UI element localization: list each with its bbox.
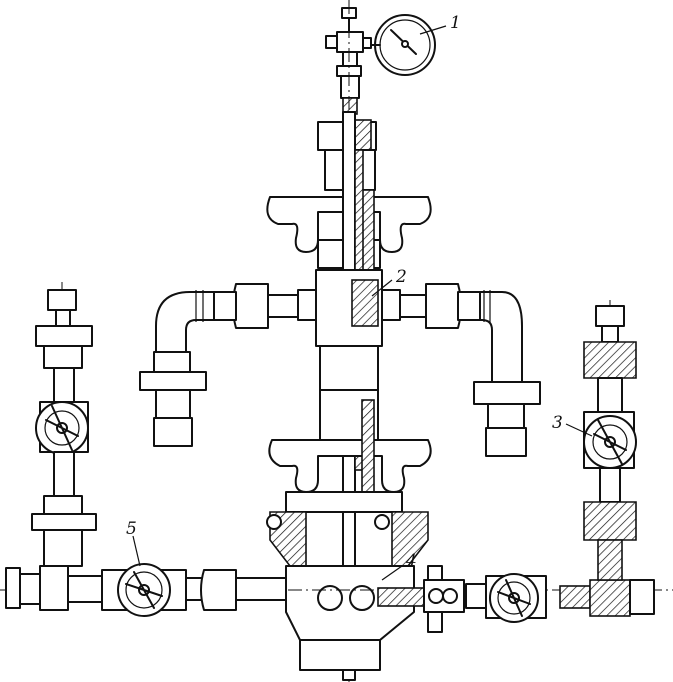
- right-arm-coupling: [399, 283, 481, 329]
- valve-5: [101, 563, 187, 617]
- bleed-connector: [427, 565, 443, 633]
- right-vertical-branch: [583, 305, 637, 581]
- left-vertical-branch: [31, 289, 97, 567]
- left-elbow-pipe: [155, 290, 215, 353]
- middle-cross: [297, 269, 401, 391]
- valve-on-base-right: [485, 573, 547, 623]
- leader-lines: [132, 25, 593, 581]
- right-elbow-pipe: [479, 290, 523, 383]
- callout-2: 2: [395, 267, 407, 287]
- left-hanging-valve: [139, 351, 207, 447]
- right-hanging-valve: [473, 381, 541, 457]
- left-arm-coupling: [213, 283, 299, 329]
- left-base-pipe: [5, 565, 287, 611]
- lower-cross-body: [268, 389, 432, 509]
- callout-3: 3: [552, 413, 563, 433]
- callout-4: 4: [405, 551, 417, 571]
- pressure-gauge: [367, 14, 436, 76]
- callout-5: 5: [126, 519, 137, 539]
- casing-head-flange: [266, 491, 429, 567]
- casing-head-body: [285, 565, 415, 671]
- callout-1: 1: [450, 13, 461, 33]
- right-base-pipe: [377, 579, 655, 617]
